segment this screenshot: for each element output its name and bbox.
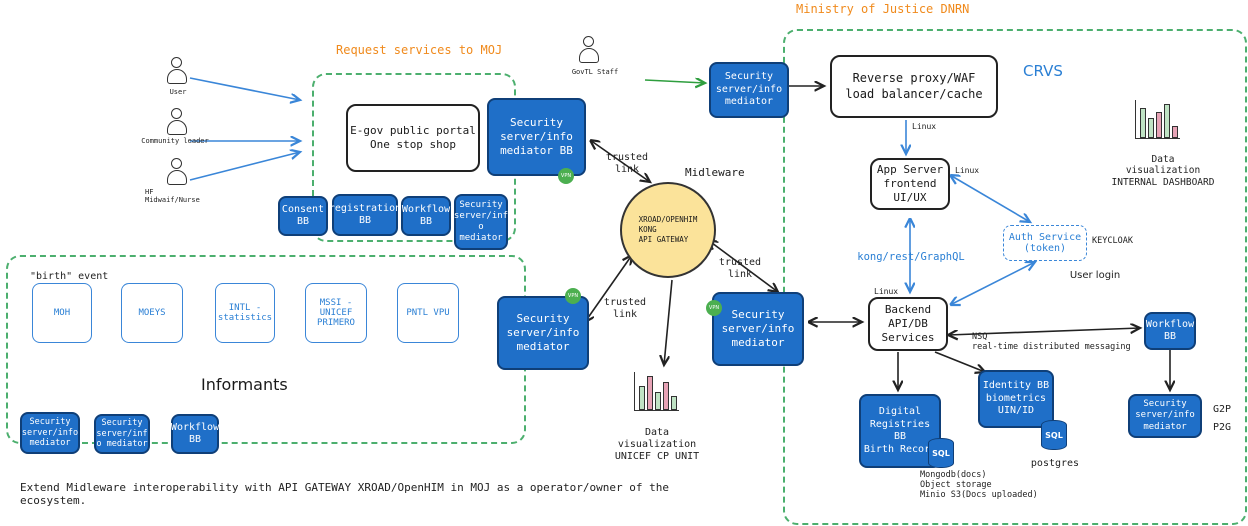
- vpn-badge-mid-left: VPN: [565, 288, 581, 304]
- trusted-link-label-2: trusted link: [603, 297, 647, 320]
- arrow-backend-auth: [950, 262, 1035, 305]
- arrow-app-auth: [950, 175, 1030, 222]
- arrow-gateway-secleft: [585, 255, 632, 322]
- auth-service-box[interactable]: Auth Service (token): [1003, 225, 1087, 261]
- informant-org-moeys[interactable]: MOEYS: [121, 283, 183, 343]
- internal-datavis-label: Data visualization INTERNAL DASHBOARD: [1111, 154, 1215, 188]
- egov-portal-box[interactable]: E-gov public portal One stop shop: [346, 104, 480, 172]
- linux-label-proxy: Linux: [912, 122, 937, 131]
- registration-bb-box[interactable]: registration BB: [329, 194, 401, 236]
- nsq-label: NSQ real-time distributed messaging: [972, 332, 1131, 353]
- security-mediator-small-left[interactable]: Security server/inf o mediator: [454, 194, 508, 250]
- trusted-link-label-3: trusted link: [718, 257, 762, 280]
- p2g-label: P2G: [1213, 422, 1232, 433]
- security-mediator-mid-left[interactable]: Security server/info mediator: [497, 296, 589, 370]
- unicef-chart-icon: [634, 372, 679, 411]
- keycloak-label: KEYCLOAK: [1092, 236, 1133, 246]
- vpn-badge-mid-right: VPN: [706, 300, 722, 316]
- arrow-secbb-gateway: [590, 140, 650, 182]
- actor-hf-label: HF Midwaif/Nurse: [145, 188, 200, 205]
- security-mediator-right[interactable]: Security server/info mediator: [1128, 394, 1202, 438]
- postgres-label: postgres: [1030, 458, 1080, 469]
- mongodb-label: Mongodb(docs) Object storage Minio S3(Do…: [920, 470, 1038, 501]
- security-mediator-bb-top[interactable]: Security server/info mediator BB: [487, 98, 586, 176]
- arrow-user: [189, 77, 300, 100]
- reverse-proxy-box[interactable]: Reverse proxy/WAF load balancer/cache: [830, 55, 998, 118]
- actor-community-label: Community leader: [141, 137, 209, 145]
- request-title: Request services to MOJ: [336, 43, 503, 57]
- sql-db-icon-mongo: SQL: [928, 438, 954, 468]
- internal-dashboard-chart-icon: [1135, 100, 1180, 139]
- backend-services-box[interactable]: Backend API/DB Services: [868, 297, 948, 351]
- security-mediator-top-middle[interactable]: Security server/info mediator: [709, 62, 789, 118]
- api-gateway-circle[interactable]: XROAD/OPENHIM KONG API GATEWAY: [620, 182, 716, 278]
- linux-label-backend: Linux: [874, 287, 899, 296]
- hf-person-icon: [166, 158, 188, 186]
- workflow-bb-left-box[interactable]: Workflow BB: [401, 196, 451, 236]
- unicef-datavis-label: Data visualization UNICEF CP UNIT: [614, 427, 700, 462]
- security-mediator-bottom-2[interactable]: Security server/inf o mediator: [94, 414, 150, 454]
- workflow-bb-right-box[interactable]: Workflow BB: [1144, 312, 1196, 350]
- digital-registries-box[interactable]: Digital Registries BB Birth Record: [859, 394, 941, 468]
- vpn-badge-top: VPN: [558, 168, 574, 184]
- actor-govtl-label: GovTL Staff: [571, 68, 619, 76]
- community-person-icon: [166, 108, 188, 136]
- identity-bb-box[interactable]: Identity BB biometrics UIN/ID: [978, 370, 1054, 428]
- actor-user-label: User: [169, 88, 187, 96]
- linux-label-app: Linux: [955, 166, 980, 175]
- g2p-label: G2P: [1213, 404, 1232, 415]
- kong-rest-label: kong/rest/GraphQL: [857, 251, 965, 263]
- sql-db-icon-postgres: SQL: [1041, 420, 1067, 450]
- consent-bb-box[interactable]: Consent BB: [278, 196, 328, 236]
- security-mediator-bottom-1[interactable]: Security server/info mediator: [20, 412, 80, 454]
- informant-org-mssi-unicef[interactable]: MSSI - UNICEF PRIMERO: [305, 283, 367, 343]
- informant-org-pntl-vpu[interactable]: PNTL VPU: [397, 283, 459, 343]
- midleware-title: Midleware: [685, 166, 745, 179]
- arrow-gateway-datavis: [664, 279, 673, 365]
- security-mediator-mid-right[interactable]: Security server/info mediator: [712, 292, 804, 366]
- govtl-person-icon: [578, 36, 600, 64]
- informants-title: Informants: [201, 375, 288, 394]
- trusted-link-label-1: trusted link: [605, 152, 649, 175]
- ministry-title: Ministry of Justice DNRN: [796, 2, 970, 16]
- moj-zone: [783, 29, 1247, 525]
- informant-org-intl-statistics[interactable]: INTL - statistics: [215, 283, 275, 343]
- footer-note: Extend Midleware interoperability with A…: [20, 481, 670, 508]
- birth-event-label: "birth" event: [30, 271, 109, 282]
- arrow-hf: [189, 152, 300, 181]
- workflow-bb-bottom-box[interactable]: Workflow BB: [171, 414, 219, 454]
- app-server-box[interactable]: App Server frontend UI/UX: [870, 158, 950, 210]
- user-login-label: User login: [1069, 270, 1121, 281]
- arrow-backend-identity: [934, 351, 985, 372]
- crvs-title: CRVS: [1023, 62, 1063, 80]
- arrow-backend-workflow: [948, 328, 1140, 335]
- arrow-govtl: [644, 80, 705, 83]
- informant-org-moh[interactable]: MOH: [32, 283, 92, 343]
- arrow-gateway-secright: [708, 240, 778, 292]
- user-person-icon: [166, 57, 188, 85]
